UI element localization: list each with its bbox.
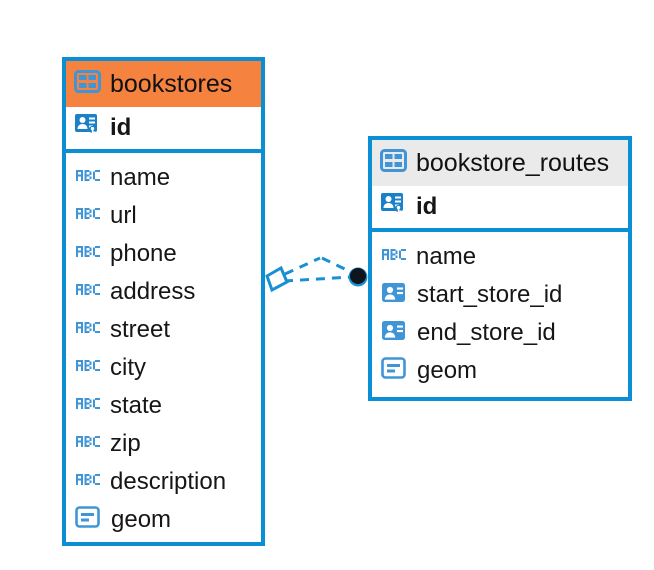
primary-key-label: id xyxy=(416,193,438,220)
column-row[interactable]: name xyxy=(372,238,628,276)
column-row[interactable]: zip xyxy=(66,425,261,463)
column-label: city xyxy=(110,354,146,381)
column-row[interactable]: city xyxy=(66,349,261,387)
relationship-line-upper-left xyxy=(284,256,321,276)
column-label: street xyxy=(110,316,171,343)
entity-table-bookstore-routes[interactable]: bookstore_routes id xyxy=(368,136,632,401)
abc-text-icon xyxy=(75,319,101,341)
column-row[interactable]: start_store_id xyxy=(372,276,628,314)
column-label: geom xyxy=(111,506,172,533)
foreign-key-icon xyxy=(381,280,408,310)
column-label: start_store_id xyxy=(417,281,563,308)
column-label: end_store_id xyxy=(417,319,556,346)
column-label: geom xyxy=(417,357,478,384)
column-row[interactable]: url xyxy=(66,197,261,235)
column-row[interactable]: phone xyxy=(66,235,261,273)
column-label: name xyxy=(416,243,477,270)
column-label: description xyxy=(110,468,227,495)
relationship-line-upper-right xyxy=(321,256,354,275)
abc-text-icon xyxy=(75,395,101,417)
primary-key-icon xyxy=(380,192,407,222)
abc-text-icon xyxy=(75,281,101,303)
abc-text-icon xyxy=(75,433,101,455)
filled-circle-marker xyxy=(350,268,366,284)
abc-text-icon xyxy=(75,205,101,227)
table-icon xyxy=(74,69,101,99)
column-label: url xyxy=(110,202,137,229)
relationship-line-lower xyxy=(283,275,353,283)
column-row[interactable]: geom xyxy=(66,501,261,539)
abc-text-icon xyxy=(381,246,407,268)
column-row[interactable]: end_store_id xyxy=(372,314,628,352)
circle-marker-ring xyxy=(348,267,368,287)
entity-header-bookstores[interactable]: bookstores xyxy=(66,61,261,107)
abc-text-icon xyxy=(75,357,101,379)
entity-title: bookstore_routes xyxy=(416,148,610,177)
foreign-key-icon xyxy=(381,318,408,348)
abc-text-icon xyxy=(75,167,101,189)
primary-key-icon xyxy=(74,113,101,143)
entity-table-bookstores[interactable]: bookstores id xyxy=(62,57,265,546)
column-row[interactable]: state xyxy=(66,387,261,425)
primary-key-row[interactable]: id xyxy=(66,107,261,153)
column-row[interactable]: description xyxy=(66,463,261,501)
table-icon xyxy=(380,148,407,178)
geometry-icon xyxy=(381,356,408,386)
column-row[interactable]: geom xyxy=(372,352,628,390)
entity-title: bookstores xyxy=(110,69,233,98)
column-label: name xyxy=(110,164,171,191)
abc-text-icon xyxy=(75,471,101,493)
column-label: address xyxy=(110,278,196,305)
abc-text-icon xyxy=(75,243,101,265)
column-list-bookstores: name u xyxy=(66,153,261,547)
diamond-marker xyxy=(265,265,289,293)
column-label: zip xyxy=(110,430,141,457)
primary-key-label: id xyxy=(110,114,132,141)
column-row[interactable]: address xyxy=(66,273,261,311)
primary-key-row[interactable]: id xyxy=(372,186,628,232)
column-list-bookstore-routes: name start_store_id xyxy=(372,232,628,398)
geometry-icon xyxy=(75,505,102,535)
column-label: state xyxy=(110,392,163,419)
column-row[interactable]: name xyxy=(66,159,261,197)
column-row[interactable]: street xyxy=(66,311,261,349)
entity-header-bookstore-routes[interactable]: bookstore_routes xyxy=(372,140,628,186)
column-label: phone xyxy=(110,240,177,267)
